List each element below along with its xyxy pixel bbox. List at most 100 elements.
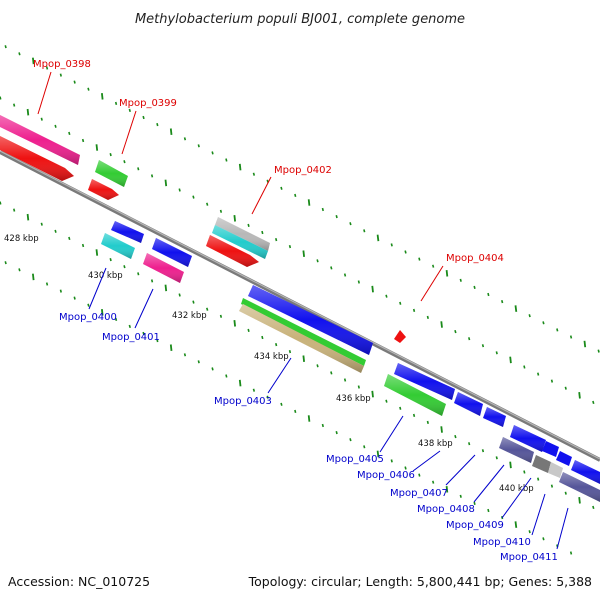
tick-mark bbox=[523, 365, 526, 369]
tick-mark bbox=[233, 320, 236, 327]
tick-mark bbox=[18, 52, 21, 56]
tick-mark bbox=[18, 268, 21, 272]
tick-mark bbox=[481, 449, 485, 453]
tick-mark bbox=[363, 445, 366, 449]
tick-mark bbox=[349, 438, 352, 442]
gene-label-mpop-0409[interactable]: Mpop_0409 bbox=[446, 520, 504, 531]
tick-mark bbox=[330, 371, 333, 375]
tick-mark bbox=[307, 199, 311, 206]
tick-mark bbox=[178, 293, 181, 297]
gene-label-mpop-0401[interactable]: Mpop_0401 bbox=[102, 332, 160, 343]
gene-feature-mpop-0403-green[interactable] bbox=[241, 298, 366, 366]
tick-mark bbox=[40, 222, 43, 226]
tick-mark bbox=[169, 128, 173, 135]
tick-mark bbox=[95, 144, 99, 151]
gene-label-mpop-0398[interactable]: Mpop_0398 bbox=[33, 59, 91, 70]
tick-mark bbox=[87, 303, 90, 307]
tick-mark bbox=[109, 153, 112, 157]
tick-mark bbox=[550, 484, 554, 488]
tick-mark bbox=[206, 202, 209, 206]
gene-label-mpop-0405[interactable]: Mpop_0405 bbox=[326, 454, 384, 465]
tick-mark bbox=[495, 351, 498, 355]
tick-mark bbox=[101, 309, 104, 316]
tick-mark bbox=[459, 494, 462, 498]
tick-mark bbox=[583, 340, 587, 348]
genome-backbone bbox=[0, 150, 600, 462]
tick-mark bbox=[178, 188, 181, 192]
gene-label-mpop-0407[interactable]: Mpop_0407 bbox=[390, 488, 448, 499]
tick-mark bbox=[390, 243, 393, 247]
top-gene-labels: Mpop_0398 Mpop_0399 Mpop_0402 Mpop_0404 bbox=[33, 59, 504, 264]
tick-mark bbox=[40, 117, 43, 121]
gene-label-mpop-0406[interactable]: Mpop_0406 bbox=[357, 470, 415, 481]
gene-feature-mpop-0404[interactable] bbox=[394, 330, 406, 343]
tick-mark bbox=[114, 317, 118, 321]
tick-mark bbox=[59, 289, 62, 293]
tick-mark bbox=[385, 294, 388, 298]
tick-mark bbox=[537, 372, 540, 376]
tick-mark bbox=[4, 261, 7, 265]
gene-feature-mpop-0410-blue[interactable] bbox=[542, 441, 559, 457]
tick-mark bbox=[335, 431, 338, 435]
tick-mark bbox=[357, 280, 360, 284]
gene-label-mpop-0404[interactable]: Mpop_0404 bbox=[446, 253, 504, 264]
tick-mark bbox=[343, 378, 347, 382]
tick-mark bbox=[211, 367, 214, 371]
tick-mark bbox=[81, 138, 85, 143]
tick-mark bbox=[45, 66, 49, 70]
tick-mark bbox=[440, 321, 443, 328]
gene-label-mpop-0403[interactable]: Mpop_0403 bbox=[214, 396, 272, 407]
gene-feature-mpop-0410[interactable] bbox=[548, 462, 563, 478]
gene-label-mpop-0411[interactable]: Mpop_0411 bbox=[500, 552, 558, 563]
tick-mark bbox=[307, 415, 311, 422]
tick-mark bbox=[495, 456, 498, 460]
tick-mark bbox=[418, 473, 421, 477]
tick-mark bbox=[569, 551, 573, 555]
kbp-label: 432 kbp bbox=[172, 311, 207, 321]
tick-mark bbox=[266, 395, 269, 399]
tick-mark bbox=[197, 360, 200, 364]
tick-mark bbox=[523, 470, 526, 474]
tick-mark bbox=[426, 315, 429, 319]
tick-mark bbox=[302, 250, 305, 257]
gene-features bbox=[0, 115, 600, 502]
kbp-labels: 428 kbp 430 kbp 432 kbp 434 kbp 436 kbp … bbox=[4, 234, 534, 494]
tick-mark bbox=[321, 207, 324, 212]
tick-mark bbox=[54, 229, 57, 233]
tick-mark bbox=[592, 505, 595, 510]
tick-mark bbox=[280, 402, 283, 406]
gene-label-mpop-0402[interactable]: Mpop_0402 bbox=[274, 165, 332, 176]
tick-mark bbox=[363, 229, 366, 233]
tick-mark bbox=[68, 131, 71, 136]
tick-mark bbox=[376, 450, 380, 458]
tick-mark bbox=[294, 193, 297, 197]
tick-mark bbox=[371, 390, 374, 398]
tick-mark bbox=[26, 108, 30, 116]
tick-mark bbox=[459, 278, 462, 282]
gene-feature-mpop-0410b-blue[interactable] bbox=[556, 451, 572, 466]
gene-feature-mpop-0409[interactable] bbox=[532, 455, 551, 473]
tick-mark bbox=[399, 301, 402, 305]
tick-mark bbox=[137, 167, 140, 171]
gene-label-mpop-0410[interactable]: Mpop_0410 bbox=[473, 537, 531, 548]
tick-mark bbox=[399, 406, 402, 410]
tick-mark bbox=[225, 374, 228, 378]
tick-mark bbox=[302, 355, 305, 362]
gene-label-mpop-0408[interactable]: Mpop_0408 bbox=[417, 504, 475, 515]
tick-mark bbox=[238, 379, 242, 387]
tick-mark bbox=[412, 308, 416, 312]
tick-mark bbox=[0, 201, 2, 205]
tick-mark bbox=[183, 137, 187, 141]
tick-mark bbox=[137, 272, 140, 276]
tick-mark bbox=[87, 87, 90, 91]
tick-mark bbox=[390, 459, 393, 463]
tick-mark bbox=[578, 392, 581, 399]
tick-mark bbox=[514, 305, 518, 312]
tick-mark bbox=[164, 179, 168, 187]
tick-mark bbox=[13, 208, 16, 212]
tick-mark bbox=[330, 266, 333, 270]
tick-mark bbox=[114, 101, 118, 105]
tick-mark bbox=[385, 399, 388, 403]
gene-label-mpop-0399[interactable]: Mpop_0399 bbox=[119, 98, 177, 109]
gene-label-mpop-0400[interactable]: Mpop_0400 bbox=[59, 312, 117, 323]
